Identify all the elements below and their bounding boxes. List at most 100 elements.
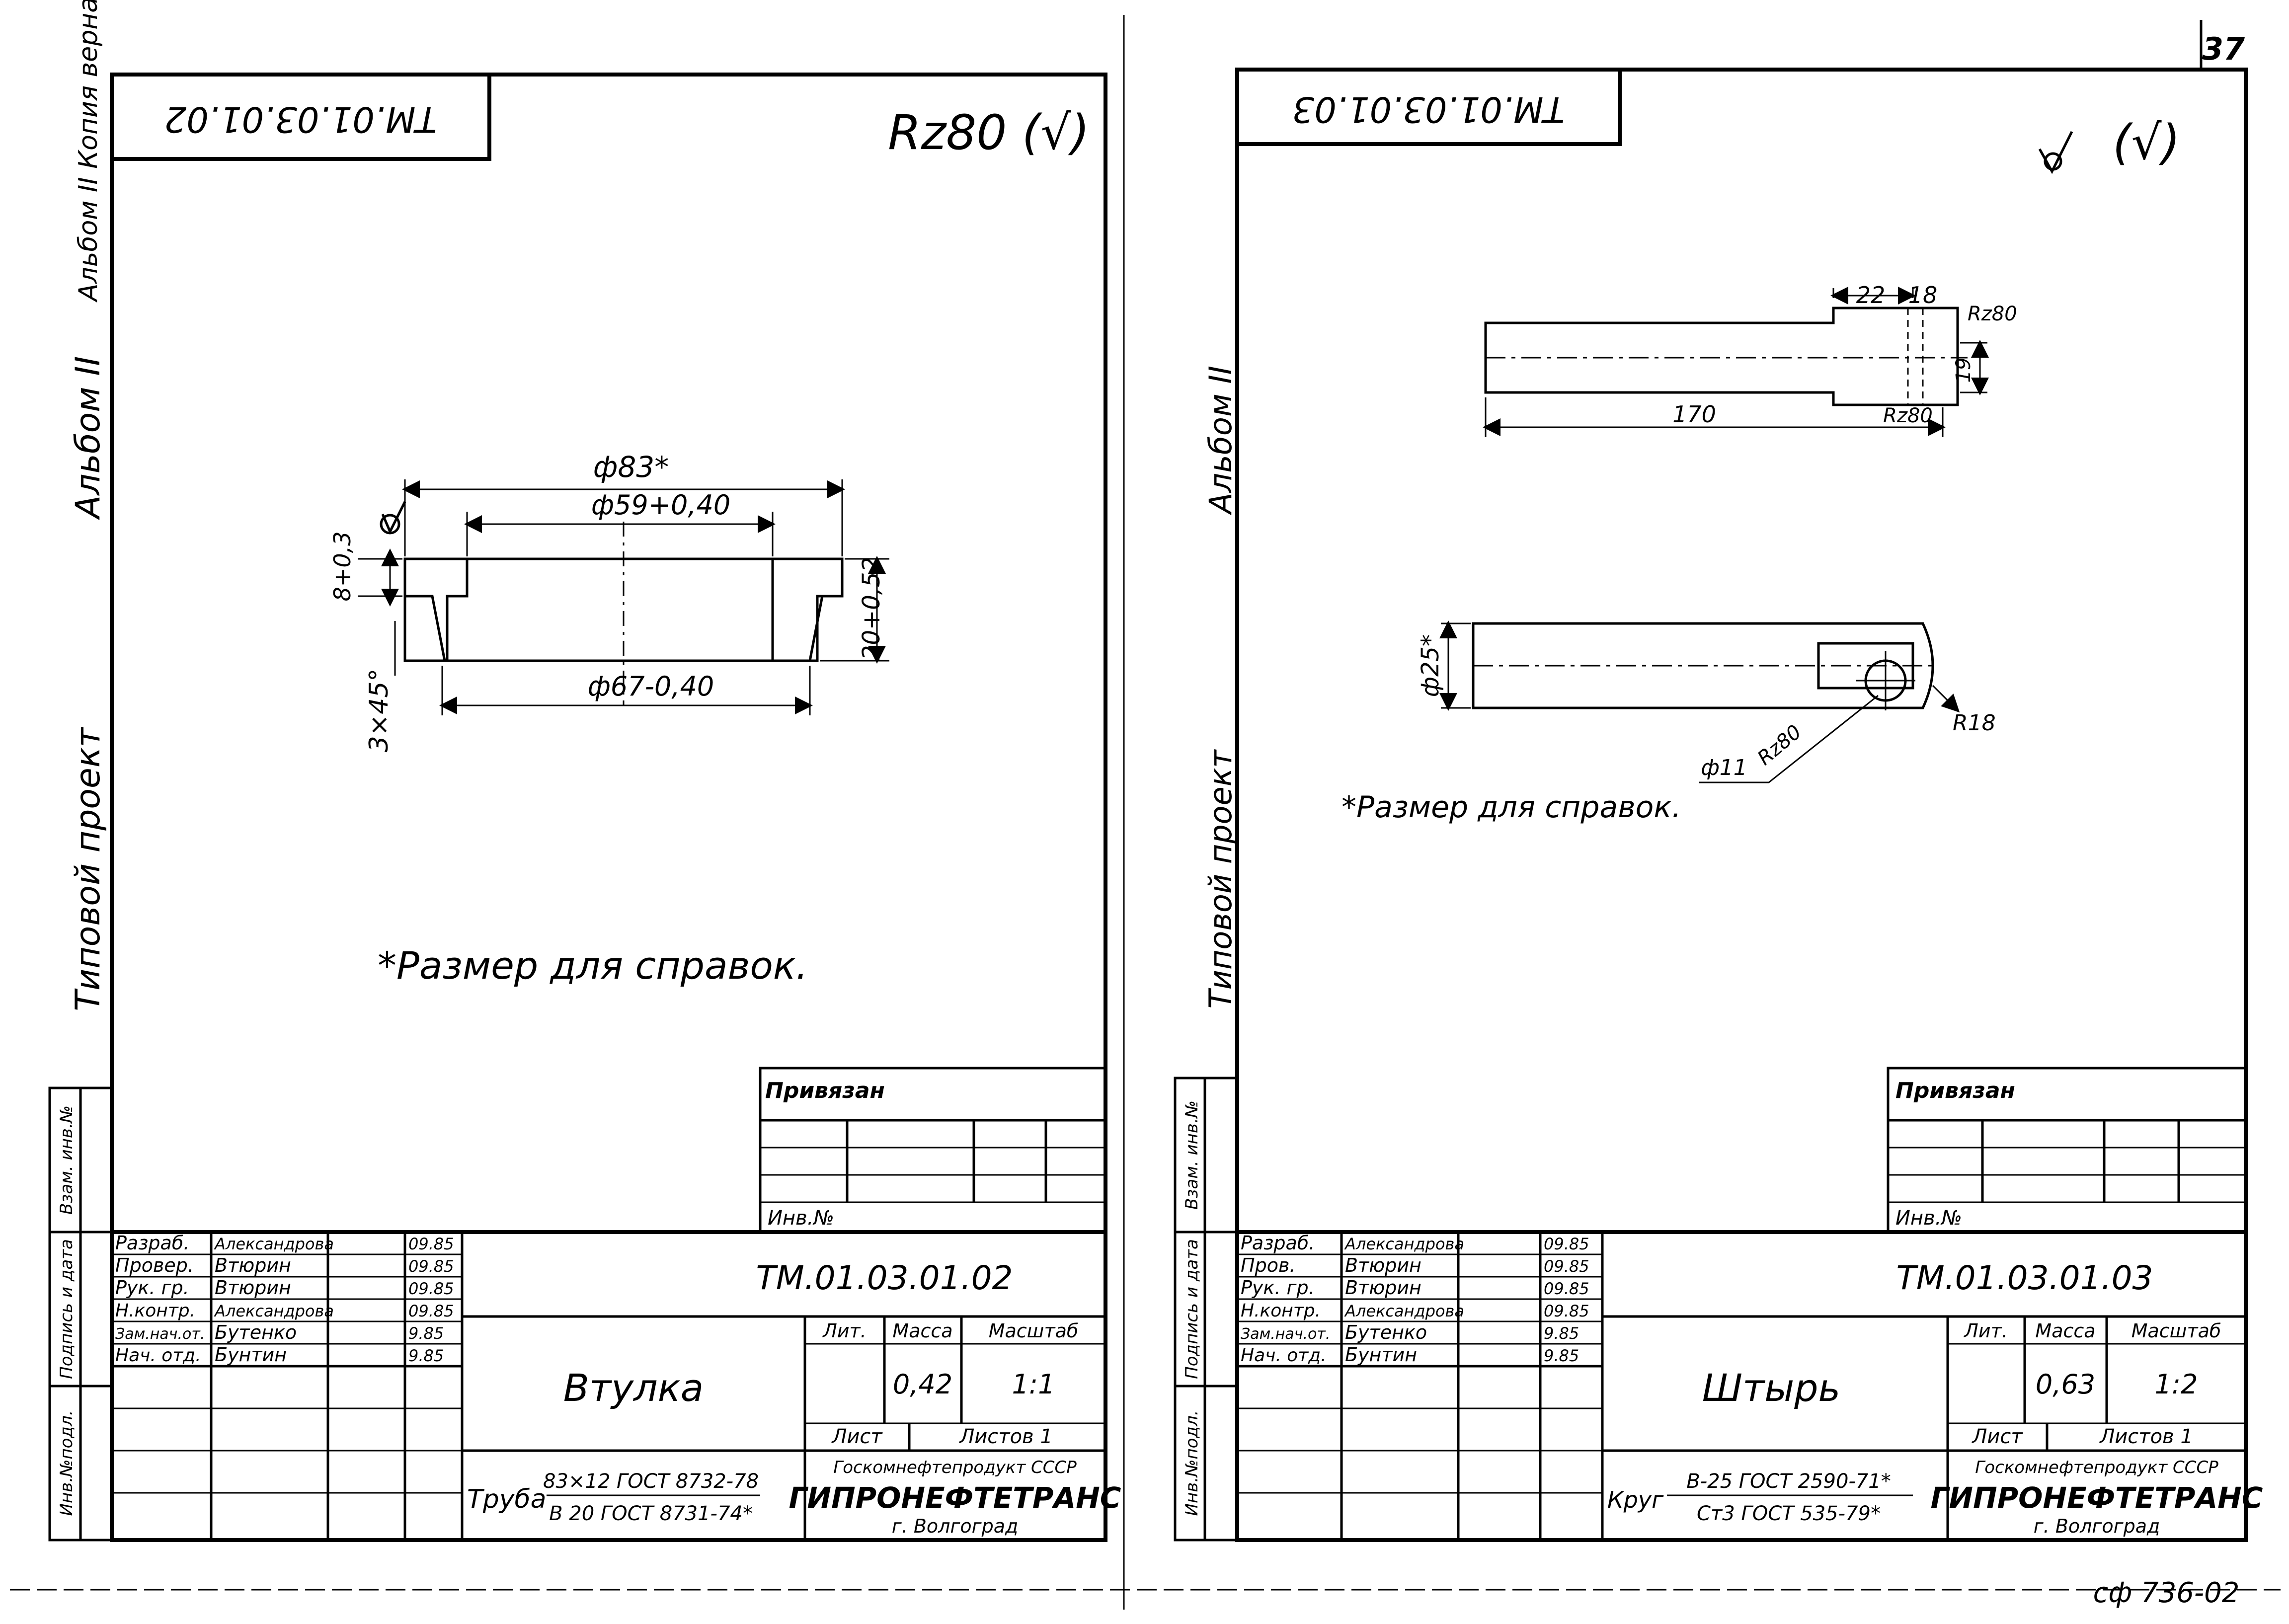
- right-privyazan-table: Привязан Инв.№: [1887, 1067, 2247, 1234]
- left-role-1: Провер.: [115, 1254, 194, 1276]
- right-name-4: Бутенко: [1345, 1321, 1427, 1343]
- right-date-0: 09.85: [1544, 1235, 1589, 1253]
- right-upside-code: ТМ.01.03.01.03: [1292, 89, 1565, 130]
- right-title-block: Разраб. Александрова 09.85 Пров. Втюрин …: [1235, 1230, 2263, 1542]
- left-upside-code: ТМ.01.03.01.02: [164, 99, 437, 140]
- dim-h20: 20+0,52: [858, 557, 885, 660]
- left-code-box: [110, 73, 491, 161]
- left-date-5: 9.85: [408, 1346, 444, 1365]
- left-scale: 1:1: [1012, 1369, 1055, 1400]
- pin-plan-view: ф25* ф11 Rz80 R18: [1417, 620, 1996, 783]
- right-name-0: Александрова: [1344, 1235, 1464, 1253]
- left-scale-label: Масштаб: [989, 1320, 1079, 1342]
- right-date-5: 9.85: [1544, 1346, 1579, 1365]
- right-scale-label: Масштаб: [2131, 1320, 2221, 1342]
- left-side-label-album: Альбом II: [69, 356, 108, 521]
- left-name-2: Втюрин: [215, 1277, 291, 1299]
- right-org-top: Госкомнефтепродукт СССР: [1975, 1458, 2218, 1477]
- left-material-top: 83×12 ГОСТ 8732-78: [543, 1470, 759, 1493]
- right-org-city: г. Волгоград: [2034, 1515, 2160, 1537]
- dim-19: 19: [1952, 358, 1975, 383]
- left-stamp-side-3: Взам. инв.№: [57, 1105, 77, 1215]
- right-sheet-label: Лист: [1971, 1425, 2023, 1448]
- left-name-4: Бутенко: [215, 1321, 297, 1343]
- left-inv-no: Инв.№: [768, 1207, 834, 1230]
- left-date-4: 9.85: [408, 1324, 444, 1343]
- right-title: Штырь: [1702, 1366, 1841, 1410]
- dim-18: 18: [1908, 282, 1938, 309]
- right-lit: Лит.: [1963, 1320, 2008, 1342]
- right-code-box: [1235, 68, 1622, 146]
- right-inv-no: Инв.№: [1895, 1207, 1962, 1230]
- dim-d67: ф67-0,40: [588, 671, 714, 702]
- dim-d59: ф59+0,40: [591, 489, 730, 521]
- right-privyazan: Привязан: [1895, 1078, 2015, 1103]
- right-role-2: Рук. гр.: [1241, 1277, 1315, 1299]
- left-mass: 0,42: [893, 1369, 952, 1400]
- left-date-3: 09.85: [408, 1302, 454, 1320]
- left-org-name: ГИПРОНЕФТЕТРАНС: [789, 1481, 1121, 1515]
- right-date-2: 09.85: [1544, 1279, 1589, 1298]
- left-material-bottom: В 20 ГОСТ 8731-74*: [549, 1502, 753, 1525]
- right-date-3: 09.85: [1544, 1302, 1589, 1320]
- left-lit: Лит.: [822, 1320, 867, 1342]
- rz-mid: Rz80: [1883, 404, 1933, 427]
- right-name-3: Александрова: [1344, 1302, 1464, 1320]
- left-org-top: Госкомнефтепродукт СССР: [833, 1458, 1077, 1477]
- rz-top: Rz80: [1968, 303, 2017, 325]
- right-roughness: (√): [2038, 115, 2180, 174]
- rz-hole: Rz80: [1753, 720, 1806, 770]
- left-code: ТМ.01.03.01.02: [756, 1259, 1013, 1297]
- left-sheet: ТМ.01.03.01.02 Rz80 (√) Типовой проект А…: [48, 73, 1121, 1542]
- left-material-prefix: Труба: [467, 1484, 546, 1514]
- left-org-city: г. Волгоград: [892, 1515, 1019, 1537]
- right-date-4: 9.85: [1544, 1324, 1579, 1343]
- left-role-5: Нач. отд.: [115, 1345, 201, 1366]
- left-role-4: Зам.нач.от.: [115, 1325, 205, 1343]
- right-role-3: Н.контр.: [1241, 1301, 1321, 1321]
- dim-22: 22: [1856, 282, 1886, 309]
- right-sheet: ТМ.01.03.01.03 (√) Типовой проект Альбом…: [1174, 68, 2263, 1542]
- right-side-label-album: Альбом II: [1202, 366, 1239, 516]
- left-roughness-symbol: Rz80 (√): [888, 105, 1090, 160]
- left-note: *Размер для справок.: [378, 943, 808, 988]
- left-name-3: Александрова: [214, 1302, 334, 1320]
- left-date-2: 09.85: [408, 1279, 454, 1298]
- dim-d83: ф83*: [593, 450, 669, 484]
- right-material-top: В-25 ГОСТ 2590-71*: [1686, 1470, 1891, 1493]
- right-role-0: Разраб.: [1241, 1232, 1315, 1254]
- right-sheets-label: Листов 1: [2099, 1425, 2193, 1448]
- left-margin-note: Альбом II Копия верна: [74, 0, 103, 303]
- bottom-code: сф 736-02: [2093, 1577, 2240, 1609]
- pin-side-view: 22 18 Rz80 19 170 Rz80: [1483, 282, 2017, 437]
- right-stamp-side-column: Инв.№подл. Подпись и дата Взам. инв.№: [1174, 1077, 1239, 1542]
- right-stamp-side-3: Взам. инв.№: [1182, 1100, 1202, 1210]
- bushing-section-drawing: ф83* ф59+0,40 ф67-0,40 8+0,3 20+0,52 3×4…: [329, 450, 889, 752]
- left-side-label-project: Типовой проект: [69, 726, 108, 1011]
- dim-d25: ф25*: [1417, 634, 1444, 697]
- page-number-box: 37: [2200, 20, 2246, 71]
- left-role-0: Разраб.: [115, 1232, 189, 1254]
- right-scale: 1:2: [2155, 1369, 2198, 1400]
- right-mass-label: Масса: [2035, 1320, 2095, 1342]
- dim-chamfer: 3×45°: [364, 669, 394, 753]
- right-org-name: ГИПРОНЕФТЕТРАНС: [1931, 1481, 2263, 1515]
- left-title: Втулка: [563, 1366, 704, 1410]
- left-stamp-side-column: Инв.№подл. Подпись и дата Взам. инв.№: [48, 1086, 113, 1542]
- right-stamp-side-1: Инв.№подл.: [1182, 1410, 1202, 1516]
- right-stamp-side-2: Подпись и дата: [1182, 1239, 1202, 1379]
- left-name-0: Александрова: [214, 1235, 334, 1253]
- svg-text:Альбом II Копия верна: Альбом II Копия верна: [74, 0, 103, 303]
- right-roughness-symbol: (√): [2113, 115, 2180, 170]
- right-role-1: Пров.: [1241, 1254, 1295, 1276]
- left-mass-label: Масса: [892, 1320, 952, 1342]
- left-stamp-side-2: Подпись и дата: [57, 1239, 77, 1379]
- right-side-label-project: Типовой проект: [1202, 749, 1239, 1009]
- right-material-prefix: Круг: [1607, 1486, 1664, 1513]
- dim-r18: R18: [1953, 710, 1996, 736]
- right-name-5: Бунтин: [1345, 1344, 1417, 1366]
- dim-d11: ф11: [1701, 755, 1747, 780]
- left-date-1: 09.85: [408, 1257, 454, 1276]
- dim-170: 170: [1672, 401, 1716, 428]
- right-material-bottom: Ст3 ГОСТ 535-79*: [1697, 1502, 1881, 1525]
